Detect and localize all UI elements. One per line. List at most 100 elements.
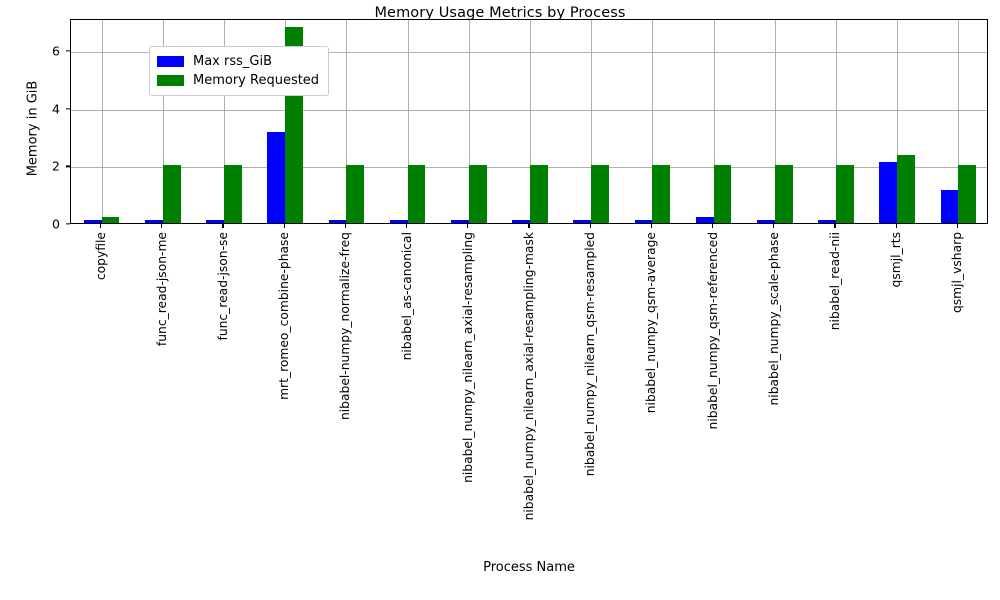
bar-memory-requested [101,217,120,223]
gridlines [71,20,987,223]
bar-max-rss [328,219,347,223]
x-tick-mark [956,224,959,228]
y-axis-label: Memory in GiB [25,80,41,177]
gridline-vertical [897,20,899,223]
bar-max-rss [757,219,775,223]
x-tick-label: func_read-json-me [155,118,176,346]
bar-memory-requested [652,165,671,223]
x-tick-label-text: nibabel_numpy_nilearn_axial-resampling [460,232,475,483]
bar-memory-requested [836,165,854,223]
gridline-vertical [530,20,531,223]
bar-max-rss [818,219,836,223]
bar-memory-requested [958,165,977,223]
y-tick-label: 0 [52,216,60,232]
plot-area: Max rss_GiB Memory Requested [70,19,988,224]
gridline-vertical [652,20,654,223]
x-tick-mark [650,224,653,228]
x-tick-label-text: nibabel_as-canonical [399,232,414,361]
y-tick-label: 4 [52,101,60,116]
x-axis-ticks: copyfile func_read-json-me func_read-json-… [70,224,988,564]
legend-label-memory-requested: Memory Requested [193,73,320,88]
bar-max-rss [940,189,959,223]
y-tick-label: 2 [52,158,60,174]
bar-memory-requested [530,165,548,223]
gridline-horizontal [71,167,987,169]
x-tick-mark [161,224,163,228]
gridline-vertical [162,20,164,223]
bar-max-rss [206,219,224,223]
x-tick-mark [589,224,591,228]
x-tick-label: qsmjl_rts [889,177,910,287]
x-tick-mark [711,224,714,228]
x-tick-label-text: func_read-json-se [216,232,230,341]
bar-max-rss [451,219,469,223]
x-tick-label-text: nibabel-numpy_normalize-freq [338,232,353,421]
bar-max-rss [389,219,408,223]
x-tick-label-text: func_read-json-me [154,232,169,347]
bar-max-rss [573,219,592,223]
gridline-horizontal [71,109,987,111]
x-tick-label: nibabel_numpy_nilearn_axial-resampling [461,0,482,483]
x-tick-label: copyfile [94,184,115,280]
x-tick-label-text: nibabel_numpy_nilearn_qsm-resampled [583,232,598,477]
chart-title: Memory Usage Metrics by Process [374,5,626,21]
legend-label-max-rss: Max rss_GiB [193,54,273,69]
bar-max-rss [634,219,653,223]
x-tick-label-text: qsmjl_rts [889,232,904,288]
x-tick-label: qsmjl_vsharp [950,151,971,313]
x-tick-mark [405,224,408,228]
bar-memory-requested [897,155,915,223]
y-tick-mark [66,50,70,52]
gridline-vertical [407,20,409,223]
x-tick-label: mrt_romeo_combine-phase [277,64,298,400]
gridline-vertical [774,20,776,223]
x-tick-mark [222,224,224,228]
x-axis-label: Process Name [483,560,575,575]
x-tick-label: nibabel_numpy_nilearn_axial-resampling-m… [522,0,543,520]
x-tick-mark [344,224,347,228]
y-axis-ticks: 0 2 4 6 [0,19,70,232]
x-tick-label-text: nibabel_numpy_nilearn_axial-resampling-m… [522,232,536,521]
gridline-vertical [591,20,593,223]
y-tick-mark [66,223,70,225]
bar-max-rss [512,219,530,223]
x-tick-mark [99,224,102,228]
bar-memory-requested [346,165,365,223]
bar-memory-requested [591,165,609,223]
gridline-vertical [713,20,715,223]
x-tick-label: nibabel_as-canonical [400,104,421,360]
gridline-vertical [836,20,837,223]
x-tick-label: nibabel_numpy_scale-phase [767,58,788,406]
legend-swatch-max-rss [157,56,184,67]
bar-max-rss [695,216,714,223]
bar-memory-requested [162,165,181,223]
bar-max-rss [83,219,102,223]
legend-item: Max rss_GiB [157,52,319,71]
x-tick-label: nibabel_numpy_qsm-average [644,51,665,413]
y-tick-label: 6 [52,43,60,59]
legend: Max rss_GiB Memory Requested [149,46,330,96]
bar-memory-requested [774,165,793,223]
y-tick-mark [66,107,70,110]
x-tick-mark [895,224,897,228]
x-tick-mark [528,224,530,228]
x-tick-label-text: nibabel_read-nii [828,232,842,331]
x-tick-label: nibabel_numpy_qsm-referenced [706,35,727,429]
x-tick-label-text: copyfile [93,232,108,281]
x-tick-label: nibabel-numpy_normalize-freq [338,44,359,420]
x-tick-mark [283,224,285,228]
x-tick-label: func_read-json-se [216,123,237,341]
x-tick-label-text: nibabel_numpy_qsm-average [644,232,659,414]
bar-memory-requested [713,165,732,223]
gridline-vertical [346,20,348,223]
gridline-vertical [224,20,225,223]
bar-memory-requested [468,165,487,223]
gridline-vertical [468,20,470,223]
x-tick-mark [467,224,469,228]
gridline-vertical [101,20,103,223]
x-tick-mark [773,224,775,228]
legend-swatch-memory-requested [157,75,184,86]
bar-max-rss [879,161,898,223]
x-tick-label-text: nibabel_numpy_qsm-referenced [705,232,720,430]
